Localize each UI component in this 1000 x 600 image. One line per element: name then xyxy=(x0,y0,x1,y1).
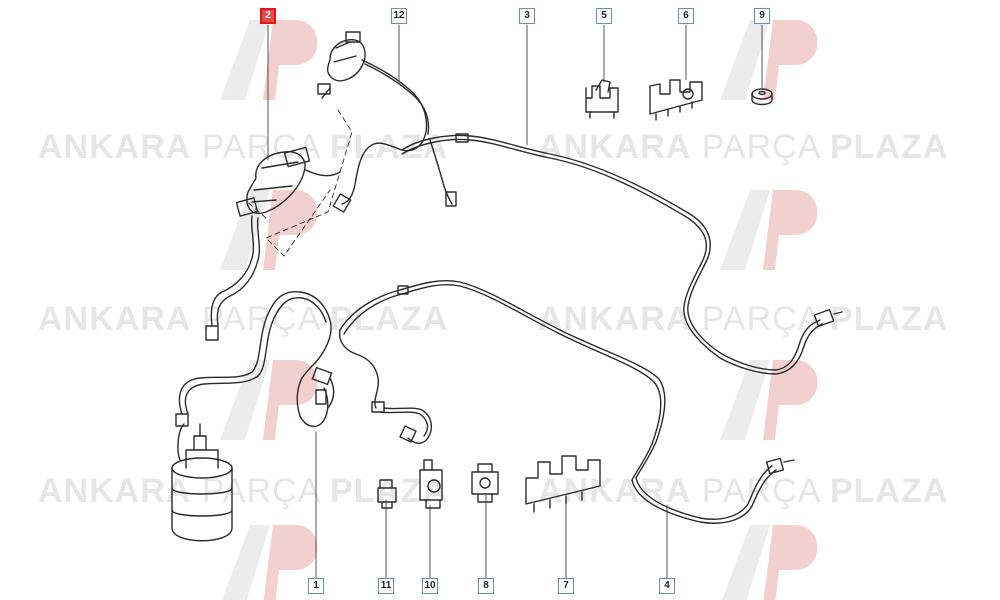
callout-9[interactable]: 9 xyxy=(754,8,770,24)
nut-part-9 xyxy=(751,88,773,106)
ap-logo-watermark-2 xyxy=(720,20,818,100)
watermark-text-6: ANKARA PARÇA PLAZA xyxy=(538,472,949,510)
callout-11[interactable]: 11 xyxy=(378,578,394,594)
callout-8[interactable]: 8 xyxy=(478,578,494,594)
clip-part-7 xyxy=(525,455,601,513)
leader-lines xyxy=(267,24,763,581)
ap-logo-watermark-6 xyxy=(720,360,818,440)
callout-3[interactable]: 3 xyxy=(519,8,535,24)
callout-6[interactable]: 6 xyxy=(678,8,694,24)
callout-5[interactable]: 5 xyxy=(596,8,612,24)
ap-logo-watermark-1 xyxy=(220,20,318,100)
watermark-text-1: ANKARA PARÇA PLAZA xyxy=(38,128,449,166)
callout-10[interactable]: 10 xyxy=(422,578,438,594)
clip-part-11 xyxy=(377,479,397,509)
ap-logo-watermark-5 xyxy=(220,360,318,440)
callout-1[interactable]: 1 xyxy=(308,578,324,594)
ap-logo-watermark-4 xyxy=(720,190,818,270)
clip-part-10 xyxy=(419,459,443,509)
watermark-text-2: ANKARA PARÇA PLAZA xyxy=(538,128,949,166)
callout-4[interactable]: 4 xyxy=(659,578,675,594)
part-3-pipe xyxy=(401,133,843,375)
clip-part-8 xyxy=(471,463,499,503)
pump-hose xyxy=(178,290,335,427)
ap-logo-watermark-8 xyxy=(721,525,818,600)
watermark-text-3: ANKARA PARÇA PLAZA xyxy=(38,300,449,338)
part-2-filter xyxy=(205,146,341,341)
callout-12[interactable]: 12 xyxy=(391,8,407,24)
dashed-guides xyxy=(244,109,353,257)
fuel-pump xyxy=(171,413,233,542)
ap-logo-watermark-7 xyxy=(221,525,318,600)
callout-7[interactable]: 7 xyxy=(558,578,574,594)
part-4-pipe xyxy=(338,280,795,524)
clip-part-5 xyxy=(585,79,619,119)
part-12-canister xyxy=(317,31,457,213)
watermark-text-5: ANKARA PARÇA PLAZA xyxy=(38,472,449,510)
callout-2[interactable]: 2 xyxy=(260,8,276,24)
clip-part-6 xyxy=(649,79,703,121)
